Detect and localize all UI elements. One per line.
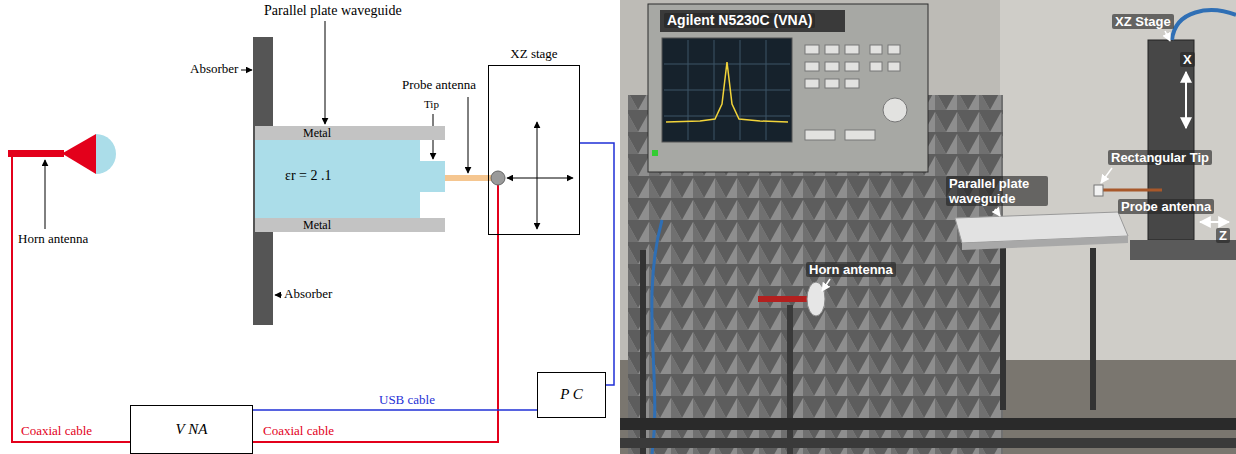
node-text: P C (560, 386, 583, 403)
node-text: XZ stage (510, 47, 557, 62)
key (805, 79, 819, 88)
rail (620, 438, 1236, 448)
key (805, 62, 819, 71)
leader-arrow (468, 97, 469, 173)
leader-arrow (822, 279, 830, 291)
key (825, 45, 839, 54)
leader-arrow (1165, 31, 1170, 41)
horn-antenna: Horn antenna (8, 133, 118, 175)
leader-arrow (325, 21, 326, 124)
leader-arrow (241, 70, 252, 71)
axis-arrow (537, 122, 538, 229)
photo-label: X (1180, 52, 1195, 67)
vna-keys (805, 45, 907, 140)
leader-arrow (275, 295, 282, 296)
photo-label: Rectangular Tip (1108, 150, 1212, 165)
key (845, 62, 859, 71)
photo-label: XZ Stage (1112, 14, 1174, 29)
key (825, 62, 839, 71)
cable (1172, 10, 1236, 40)
photo-label: Agilent N5230C (VNA) (664, 13, 815, 28)
stand-pole (1000, 248, 1006, 410)
part-label: Absorber (190, 62, 238, 77)
stage-mount (1130, 240, 1236, 260)
xz-stage-box: XZ stage (488, 65, 580, 235)
rectangular-tip (1094, 185, 1103, 196)
photo-label: Z (1216, 228, 1230, 243)
cable-stub (497, 184, 499, 235)
stand-pole (1090, 248, 1096, 410)
probe-rod (1102, 189, 1162, 192)
node-text: Horn antenna (18, 232, 88, 247)
rectangular-tip (420, 161, 445, 192)
horn-feed (758, 296, 814, 302)
probe-mount (491, 171, 505, 185)
key (888, 62, 900, 71)
cable-label: Coaxial cable (262, 423, 335, 438)
probe-antenna (445, 175, 497, 181)
horn-shape (8, 133, 118, 175)
vna-header (660, 10, 845, 32)
horn-lens (96, 134, 116, 174)
cable-stub (11, 156, 13, 175)
coaxial-cable (12, 175, 130, 442)
key (805, 130, 835, 140)
vna-instrument (648, 4, 928, 172)
key (845, 45, 859, 54)
key (845, 130, 875, 140)
horn-aperture (807, 282, 825, 316)
key (888, 45, 900, 54)
horn-feed (8, 150, 64, 157)
node-text: Metal (303, 126, 331, 140)
power-led (652, 150, 658, 156)
pc-box: P C (537, 372, 606, 418)
cable-label: USB cable (378, 392, 436, 407)
dielectric-slab: εr = 2 .1 (255, 140, 420, 218)
waveguide-edge (962, 236, 1128, 250)
horn-flare (62, 134, 96, 174)
part-label: Probe antenna (402, 78, 476, 93)
cable-label: Coaxial cable (20, 423, 93, 438)
axis-arrow (1185, 72, 1187, 128)
photo-label: Horn antenna (806, 262, 896, 277)
stand-pole (787, 305, 793, 454)
metal-plate: Metal (255, 126, 445, 140)
part-label: Absorber (284, 287, 332, 302)
vna-box: V NA (130, 405, 253, 454)
vna-screen (662, 38, 792, 142)
node-text: εr = 2 .1 (285, 168, 331, 184)
photo-label: Probe antenna (1118, 199, 1214, 214)
photo-background (620, 0, 1236, 454)
metal-plate: Metal (255, 218, 445, 232)
node-text: Metal (303, 218, 331, 232)
usb-cable (253, 409, 537, 411)
screen-trace (666, 62, 788, 122)
axis-arrow (1200, 221, 1229, 223)
leader-arrow (1101, 168, 1112, 183)
key (870, 62, 882, 71)
node-text: V NA (176, 421, 208, 438)
leader-arrow (995, 209, 1000, 216)
screen-grid (664, 40, 790, 140)
key (825, 79, 839, 88)
photo-label: Parallel plate waveguide (946, 176, 1048, 206)
part-label: Parallel plate waveguide (264, 3, 402, 19)
coaxial-cable (253, 235, 498, 442)
usb-cable (580, 143, 614, 385)
key (845, 79, 859, 88)
key (805, 45, 819, 54)
part-label: Tip (424, 98, 439, 111)
key (870, 45, 882, 54)
leader-arrow (45, 160, 46, 229)
rail (620, 418, 1236, 430)
knob (883, 98, 907, 122)
axis-arrow (507, 178, 573, 179)
